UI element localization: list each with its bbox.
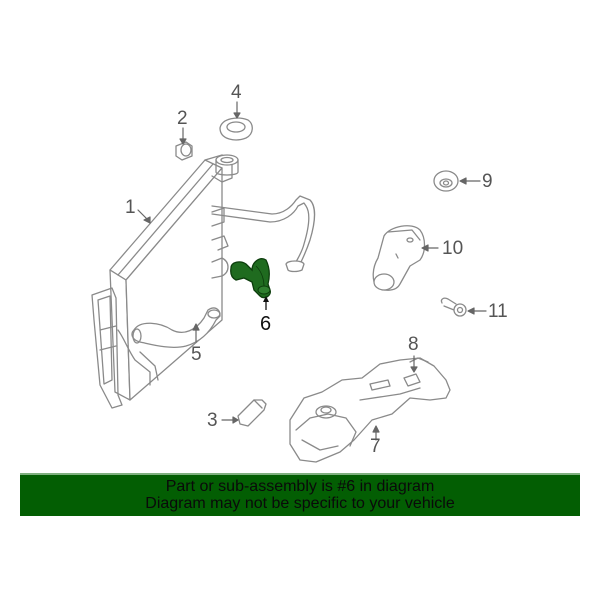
lower-hose-part[interactable] [131, 307, 221, 348]
reservoir-sensor-part[interactable] [403, 373, 421, 387]
cap-seal-part[interactable] [219, 117, 253, 141]
callout-4[interactable]: 4 [231, 82, 242, 103]
callout-1[interactable]: 1 [125, 197, 136, 218]
sensor-part[interactable] [237, 399, 267, 427]
callout-6-highlighted[interactable]: 6 [260, 313, 272, 335]
highlighted-hose-part-6[interactable] [230, 258, 271, 310]
callout-11[interactable]: 11 [488, 301, 508, 322]
banner-line-part-number: Part or sub-assembly is #6 in diagram [165, 478, 435, 495]
bushing-part[interactable] [175, 141, 193, 161]
coolant-line-part [211, 195, 316, 273]
radiator-part[interactable] [91, 154, 239, 409]
callout-9[interactable]: 9 [482, 171, 493, 192]
callout-7[interactable]: 7 [370, 436, 381, 457]
info-banner: Part or sub-assembly is #6 in diagram Di… [20, 473, 580, 516]
callout-3[interactable]: 3 [207, 410, 218, 431]
callout-5[interactable]: 5 [191, 344, 202, 365]
banner-line-disclaimer: Diagram may not be specific to your vehi… [145, 495, 455, 512]
grommet-part[interactable] [433, 170, 459, 192]
callout-8[interactable]: 8 [408, 334, 419, 355]
callout-2[interactable]: 2 [177, 108, 188, 129]
callout-10[interactable]: 10 [442, 238, 464, 259]
bolt-part[interactable] [440, 297, 467, 317]
thermostat-housing-part[interactable] [372, 225, 426, 291]
